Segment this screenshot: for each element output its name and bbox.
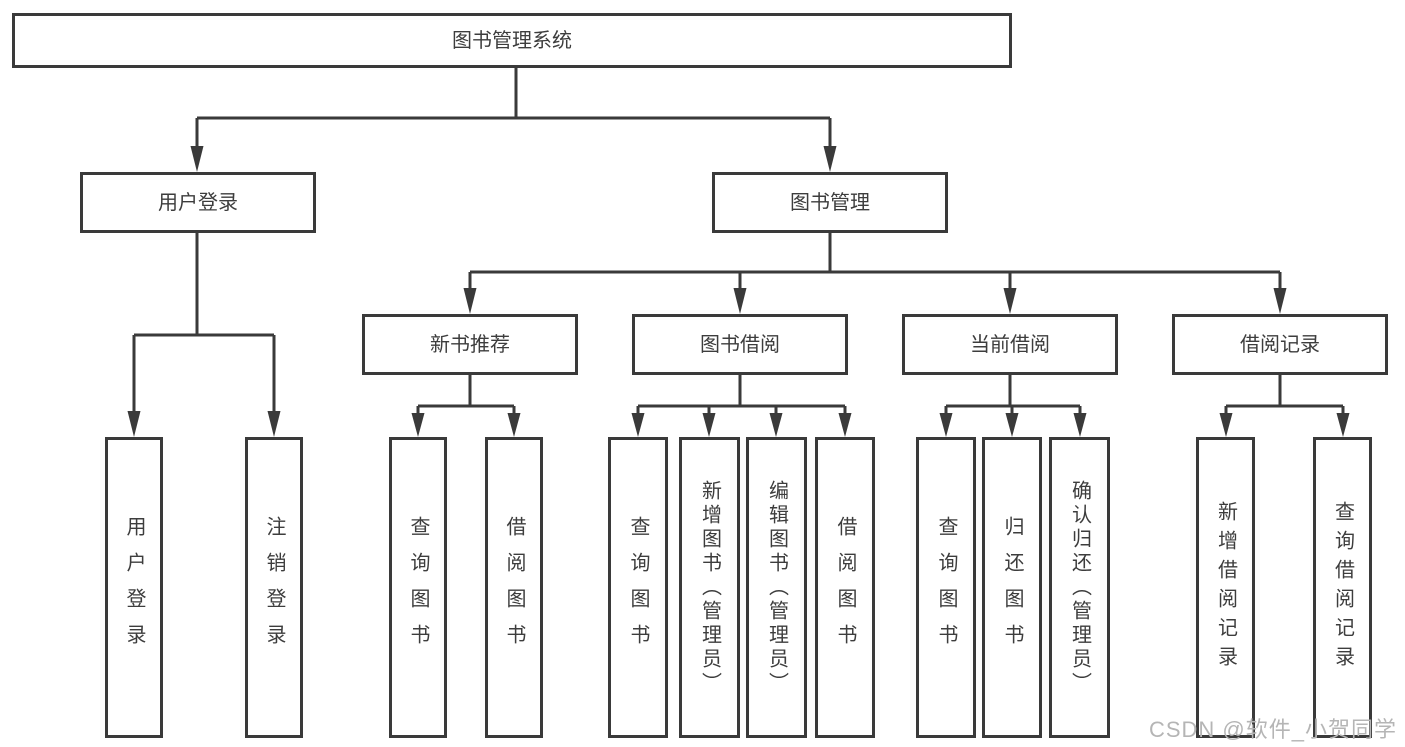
- node-label: 查询借阅记录: [1331, 500, 1354, 675]
- node-label: 新增图书（管理员）: [698, 479, 721, 696]
- node-new-book-recommend: 新书推荐: [362, 314, 578, 375]
- node-label: 编辑图书（管理员）: [765, 479, 788, 696]
- node-label: 图书借阅: [700, 333, 780, 356]
- node-borrow-books: 借阅图书: [815, 437, 875, 738]
- node-label: 图书管理: [790, 191, 870, 214]
- node-return-book: 归还图书: [982, 437, 1042, 738]
- node-user-login-leaf: 用户登录: [105, 437, 163, 738]
- node-label: 归还图书: [1001, 515, 1023, 660]
- node-query-books: 查询图书: [608, 437, 668, 738]
- connector-book-management-branch: [463, 233, 1287, 314]
- node-query-borrow-record: 查询借阅记录: [1313, 437, 1372, 738]
- node-label: 用户登录: [123, 515, 145, 660]
- csdn-watermark: CSDN @软件_小贺同学: [1148, 717, 1397, 742]
- node-label: 当前借阅: [970, 333, 1050, 356]
- node-label: 确认归还（管理员）: [1068, 479, 1091, 696]
- node-borrow-books: 借阅图书: [485, 437, 543, 738]
- connector-user-login-branch: [127, 233, 281, 437]
- node-library-system: 图书管理系统: [12, 13, 1012, 68]
- node-label: 借阅记录: [1240, 333, 1320, 356]
- node-user-login: 用户登录: [80, 172, 316, 233]
- connector-borrow-records-branch: [1219, 375, 1350, 437]
- node-confirm-return-admin: 确认归还（管理员）: [1049, 437, 1110, 738]
- connector-root-to-level2: [190, 68, 837, 172]
- connector-current-borrow-branch: [939, 375, 1087, 437]
- node-query-books: 查询图书: [389, 437, 447, 738]
- node-label: 图书管理系统: [452, 29, 572, 52]
- connector-book-borrow-branch: [631, 375, 852, 437]
- node-logout: 注销登录: [245, 437, 303, 738]
- node-book-borrow: 图书借阅: [632, 314, 848, 375]
- node-label: 查询图书: [627, 515, 649, 660]
- node-add-book-admin: 新增图书（管理员）: [679, 437, 740, 738]
- node-book-management: 图书管理: [712, 172, 948, 233]
- node-label: 查询图书: [407, 515, 429, 660]
- node-current-borrow: 当前借阅: [902, 314, 1118, 375]
- node-borrow-records: 借阅记录: [1172, 314, 1388, 375]
- node-label: 注销登录: [263, 515, 285, 660]
- node-label: 借阅图书: [834, 515, 856, 660]
- node-label: 新书推荐: [430, 333, 510, 356]
- node-label: 用户登录: [158, 191, 238, 214]
- connector-new-book-branch: [411, 375, 521, 437]
- node-label: 借阅图书: [503, 515, 525, 660]
- node-label: 查询图书: [935, 515, 957, 660]
- node-edit-book-admin: 编辑图书（管理员）: [746, 437, 807, 738]
- node-label: 新增借阅记录: [1214, 500, 1237, 675]
- node-query-books: 查询图书: [916, 437, 976, 738]
- node-add-borrow-record: 新增借阅记录: [1196, 437, 1255, 738]
